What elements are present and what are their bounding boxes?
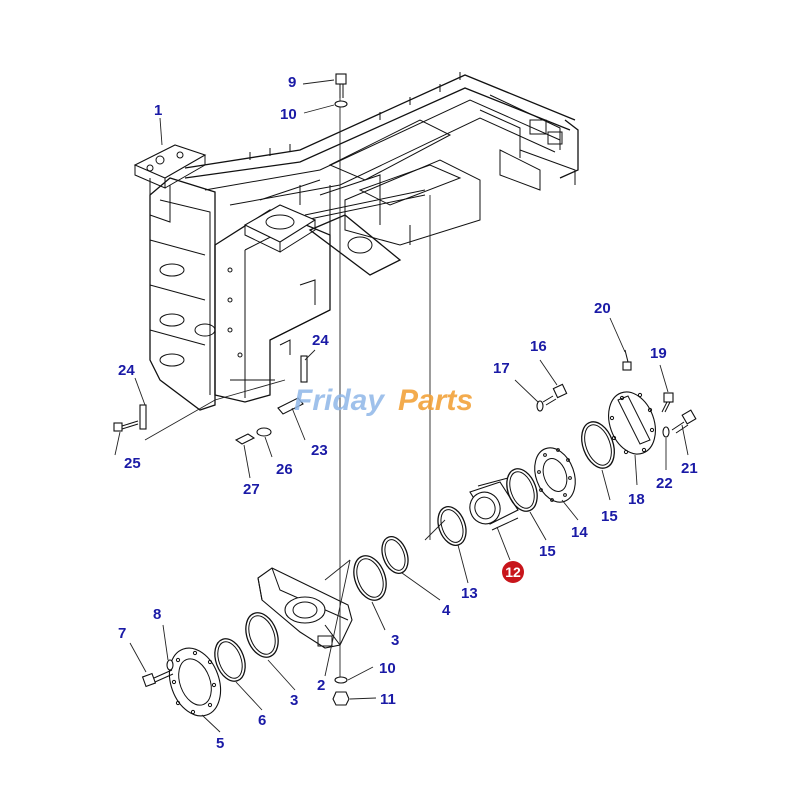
plate-23[interactable]: [277, 397, 304, 415]
callout-5[interactable]: 5: [216, 735, 224, 752]
bushing-12[interactable]: [465, 477, 519, 531]
callout-27[interactable]: 27: [243, 481, 260, 498]
callout-3-upper[interactable]: 3: [391, 632, 399, 649]
ring-3-upper[interactable]: [348, 551, 392, 604]
ring-3-lower[interactable]: [240, 608, 284, 661]
watermark-text-friday: Friday: [294, 384, 385, 417]
bolt-9[interactable]: [335, 73, 347, 98]
nut-11[interactable]: [332, 691, 350, 706]
assembly-axis-lines: [324, 95, 446, 680]
callout-10-bottom[interactable]: 10: [379, 660, 396, 677]
callout-6[interactable]: 6: [258, 712, 266, 729]
callout-1[interactable]: 1: [154, 102, 162, 119]
washer-10-top[interactable]: [334, 100, 348, 108]
callout-14[interactable]: 14: [571, 524, 588, 541]
callout-10-top[interactable]: 10: [280, 106, 297, 123]
callout-13[interactable]: 13: [461, 585, 478, 602]
callout-15-left[interactable]: 15: [539, 543, 556, 560]
callout-4[interactable]: 4: [442, 602, 451, 619]
washer-10-bottom[interactable]: [334, 676, 348, 684]
callout-25[interactable]: 25: [124, 455, 141, 472]
grease-fitting-20[interactable]: [622, 349, 632, 371]
cover-plate-18[interactable]: [600, 385, 663, 460]
bolt-19[interactable]: [661, 392, 674, 413]
bolt-7[interactable]: [141, 669, 174, 688]
callout-16[interactable]: 16: [530, 338, 547, 355]
callout-24-left[interactable]: 24: [118, 362, 135, 379]
callout-12-highlighted[interactable]: 12: [502, 561, 524, 583]
shim-27[interactable]: [234, 433, 256, 445]
washer-22[interactable]: [662, 426, 670, 438]
flange-14[interactable]: [528, 442, 583, 508]
svg-text:Friday: Friday: [294, 384, 385, 417]
leader-lines: [114, 79, 689, 733]
callout-17[interactable]: 17: [493, 360, 510, 377]
watermark-text-parts: Parts: [398, 384, 473, 417]
callout-9[interactable]: 9: [288, 74, 296, 91]
swing-bracket[interactable]: [257, 567, 353, 649]
callout-20[interactable]: 20: [594, 300, 611, 317]
pin-24-left[interactable]: [139, 404, 147, 430]
pin-24-right[interactable]: [300, 355, 308, 383]
ring-6[interactable]: [209, 635, 250, 686]
ring-4[interactable]: [377, 533, 413, 577]
callout-26[interactable]: 26: [276, 461, 293, 478]
main-frame[interactable]: [133, 72, 579, 411]
callout-18[interactable]: 18: [628, 491, 645, 508]
callout-8[interactable]: 8: [153, 606, 161, 623]
callout-12: 12: [505, 564, 521, 580]
callout-7[interactable]: 7: [118, 625, 126, 642]
callout-22[interactable]: 22: [656, 475, 673, 492]
callout-numbers: 1 9 10 24 24 17 16 20 19 25 23 26 27 21 …: [118, 74, 698, 752]
callout-19[interactable]: 19: [650, 345, 667, 362]
callout-21[interactable]: 21: [681, 460, 698, 477]
bolt-21[interactable]: [671, 409, 697, 434]
highlight-badge: [502, 561, 524, 583]
callout-2[interactable]: 2: [317, 677, 325, 694]
ring-13[interactable]: [433, 503, 471, 549]
bolt-25[interactable]: [113, 420, 139, 432]
washer-26[interactable]: [256, 427, 272, 437]
washer-17[interactable]: [536, 400, 544, 412]
washer-8[interactable]: [166, 659, 174, 671]
callout-11[interactable]: 11: [380, 691, 396, 708]
ring-15-left[interactable]: [501, 465, 542, 516]
watermark-logo: Friday Parts: [294, 384, 473, 417]
callout-3-lower[interactable]: 3: [290, 692, 298, 709]
flange-5[interactable]: [160, 641, 229, 723]
callout-23[interactable]: 23: [311, 442, 328, 459]
bolt-16[interactable]: [542, 383, 568, 406]
ring-15-right[interactable]: [576, 417, 621, 472]
callout-15-right[interactable]: 15: [601, 508, 618, 525]
svg-text:Parts: Parts: [398, 384, 473, 417]
callout-24-right[interactable]: 24: [312, 332, 329, 349]
